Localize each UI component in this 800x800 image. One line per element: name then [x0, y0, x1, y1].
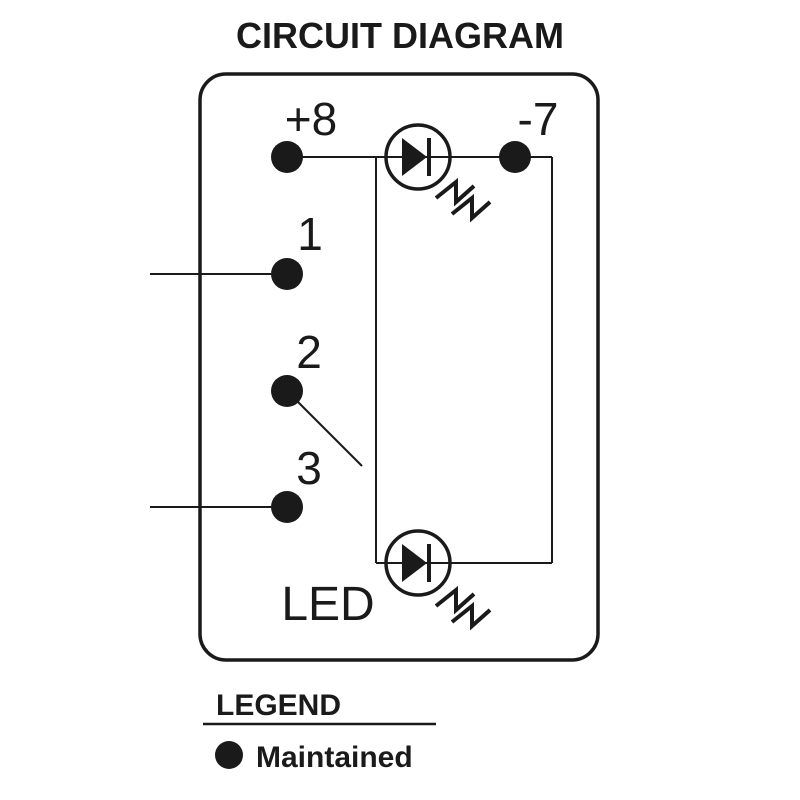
terminal-label-minus7: -7 [518, 93, 559, 145]
terminal-dot-2 [271, 375, 303, 407]
terminal-label-plus8: +8 [285, 93, 337, 145]
light-emission-icon [434, 177, 492, 223]
diode-triangle-icon [402, 138, 427, 176]
switch-lever [286, 390, 363, 467]
terminal-dot-1 [271, 258, 303, 290]
terminal-label-2: 2 [296, 326, 322, 378]
diagram-title: CIRCUIT DIAGRAM [236, 15, 564, 56]
terminal-dot-minus7 [499, 141, 531, 173]
terminal-label-1: 1 [297, 208, 323, 260]
led-top-symbol [384, 123, 492, 223]
led-bottom-symbol [384, 529, 492, 631]
diode-triangle-icon [402, 544, 427, 582]
light-emission-icon [434, 585, 492, 631]
legend-item-maintained: Maintained [256, 741, 413, 774]
terminal-dots [271, 141, 531, 523]
switch-body-outline [198, 72, 600, 662]
terminal-label-3: 3 [296, 442, 322, 494]
legend-dot-icon [215, 741, 243, 769]
terminal-dot-plus8 [271, 141, 303, 173]
terminal-dot-3 [271, 491, 303, 523]
led-label: LED [281, 578, 374, 631]
wiring [150, 156, 553, 564]
legend-heading: LEGEND [216, 689, 341, 722]
